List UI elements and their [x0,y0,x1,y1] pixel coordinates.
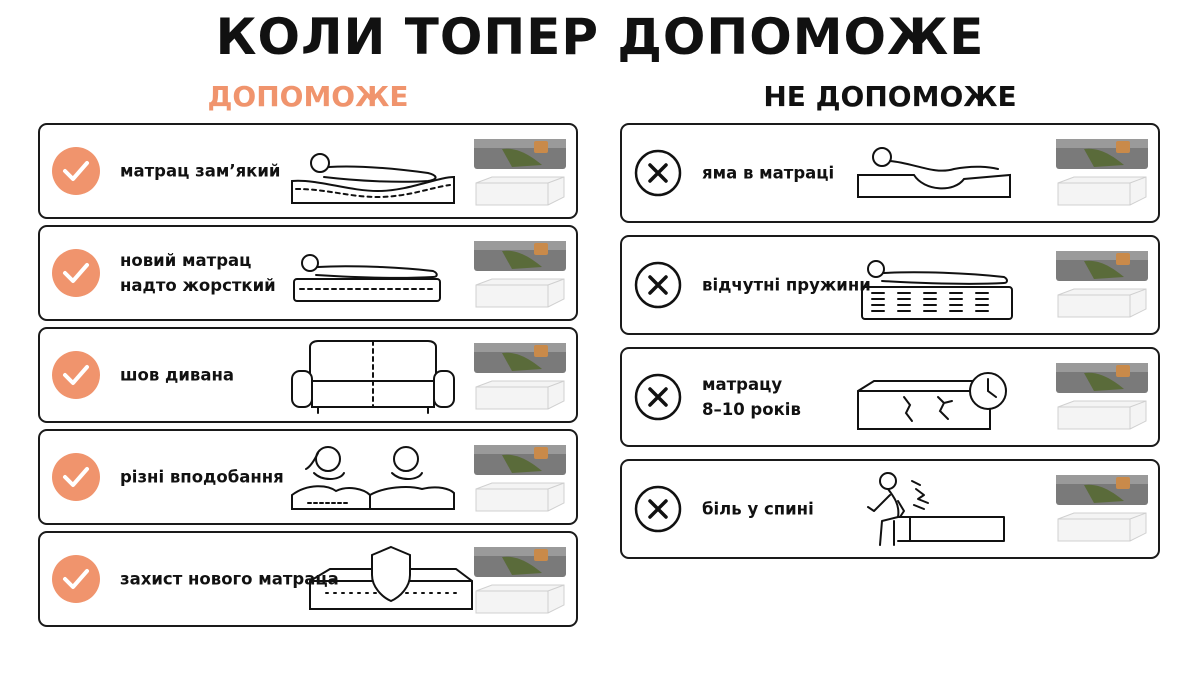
sagging-mattress-icon [854,135,1014,213]
not-helps-list: яма в матраці відчутні пружини [620,123,1160,571]
old-mattress-clock-icon [854,359,1014,437]
shield-mattress-icon [306,541,476,619]
not-helps-card-springs: відчутні пружини [620,235,1160,335]
helps-card-soft-mattress: матрац зам’який [38,123,578,219]
sofa-mattress-photo [472,443,568,515]
helps-label: різні вподобання [120,467,284,487]
helps-list: матрац зам’який новий матрац надто [38,123,578,633]
sofa-mattress-photo [472,545,568,617]
not-helps-label: матрацу 8–10 років [702,375,801,419]
x-circle-icon [634,485,682,533]
sofa-mattress-photo [1054,473,1150,545]
sofa-mattress-photo [472,137,568,209]
sofa-mattress-photo [1054,361,1150,433]
helps-card-hard-mattress: новий матрац надто жорсткий [38,225,578,321]
page-title: КОЛИ ТОПЕР ДОПОМОЖЕ [215,8,985,66]
x-circle-icon [634,373,682,421]
not-helps-card-back-pain: біль у спині [620,459,1160,559]
check-circle-icon [52,249,100,297]
not-helps-card-old-mattress: матрацу 8–10 років [620,347,1160,447]
two-sleepers-icon [288,439,458,517]
helps-label: новий матрац надто жорсткий [120,251,276,295]
check-circle-icon [52,351,100,399]
hard-mattress-person-icon [288,235,458,313]
sofa-seam-icon [288,337,458,415]
back-pain-person-icon [854,471,1014,549]
spring-mattress-icon [858,247,1018,325]
not-helps-label: відчутні пружини [702,275,871,295]
soft-mattress-person-icon [288,133,458,211]
sofa-mattress-photo [472,239,568,311]
not-helps-card-hole: яма в матраці [620,123,1160,223]
x-circle-icon [634,261,682,309]
helps-label: шов дивана [120,365,235,385]
check-circle-icon [52,147,100,195]
not-helps-label: біль у спині [702,499,814,519]
helps-card-protect-new-mattress: захист нового матраца [38,531,578,627]
not-helps-heading: НЕ ДОПОМОЖЕ [763,80,1017,113]
sofa-mattress-photo [1054,137,1150,209]
check-circle-icon [52,453,100,501]
check-circle-icon [52,555,100,603]
sofa-mattress-photo [472,341,568,413]
sofa-mattress-photo [1054,249,1150,321]
helps-card-different-preferences: різні вподобання [38,429,578,525]
not-helps-label: яма в матраці [702,163,835,183]
helps-label: захист нового матраца [120,569,339,589]
helps-label: матрац зам’який [120,161,281,181]
helps-heading: ДОПОМОЖЕ [207,80,409,113]
x-circle-icon [634,149,682,197]
helps-card-sofa-seam: шов дивана [38,327,578,423]
